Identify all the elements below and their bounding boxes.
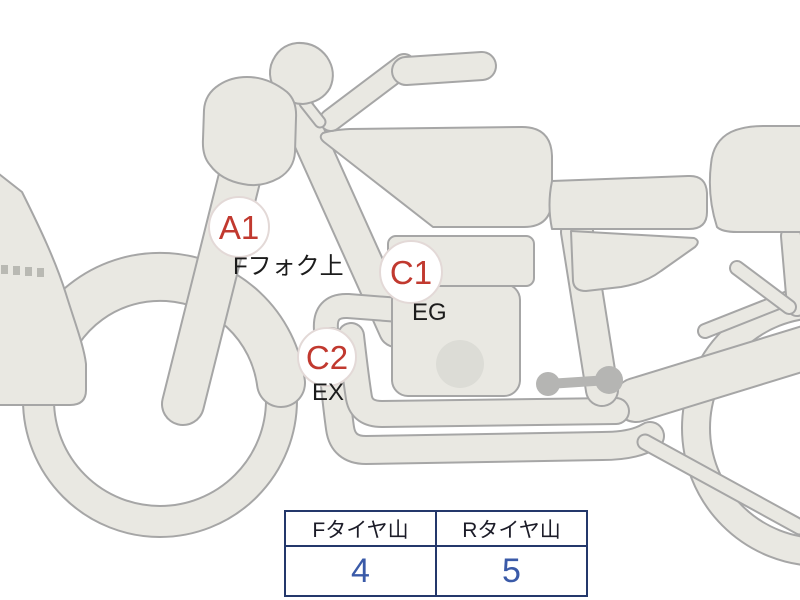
engine-block [391,283,521,397]
marker-c1-code: C1 [389,253,433,291]
seat [548,174,708,230]
exhaust-muffler [316,327,665,465]
marker-a1: A1 [208,196,270,258]
marker-c1-label: EG [412,299,447,326]
tire-table-header-row: Fタイヤ山 Rタイヤ山 [286,512,586,545]
foot-peg [536,366,623,396]
marker-a1-code: A1 [218,208,260,246]
front-cowl [0,173,87,406]
engine-cover-circle [436,340,484,388]
headlight [201,76,298,187]
rear-cowl [708,125,800,233]
tire-tread-table: Fタイヤ山 Rタイヤ山 4 5 [284,510,588,597]
handlebar [319,51,497,132]
marker-c2: C2 [297,327,357,387]
front-tire-tread-value: 4 [351,551,370,590]
rear-tire-header: Rタイヤ山 [435,512,586,545]
tire-table-value-row: 4 5 [286,545,586,595]
cowl-dots [1,265,44,277]
rear-tire-tread-value: 5 [435,547,586,595]
mirror [269,41,334,129]
exhaust-tail [636,433,800,536]
rear-shock [729,225,800,317]
side-cover [570,230,699,292]
marker-c1: C1 [379,240,443,304]
front-tire-header: Fタイヤ山 [312,518,409,542]
front-fork [161,130,268,426]
marker-a1-label: Fフォク上 [233,253,344,280]
swing-arm [613,325,800,423]
marker-c2-code: C2 [305,338,349,376]
frame-downtube [279,92,414,348]
marker-c2-label: EX [312,379,345,406]
